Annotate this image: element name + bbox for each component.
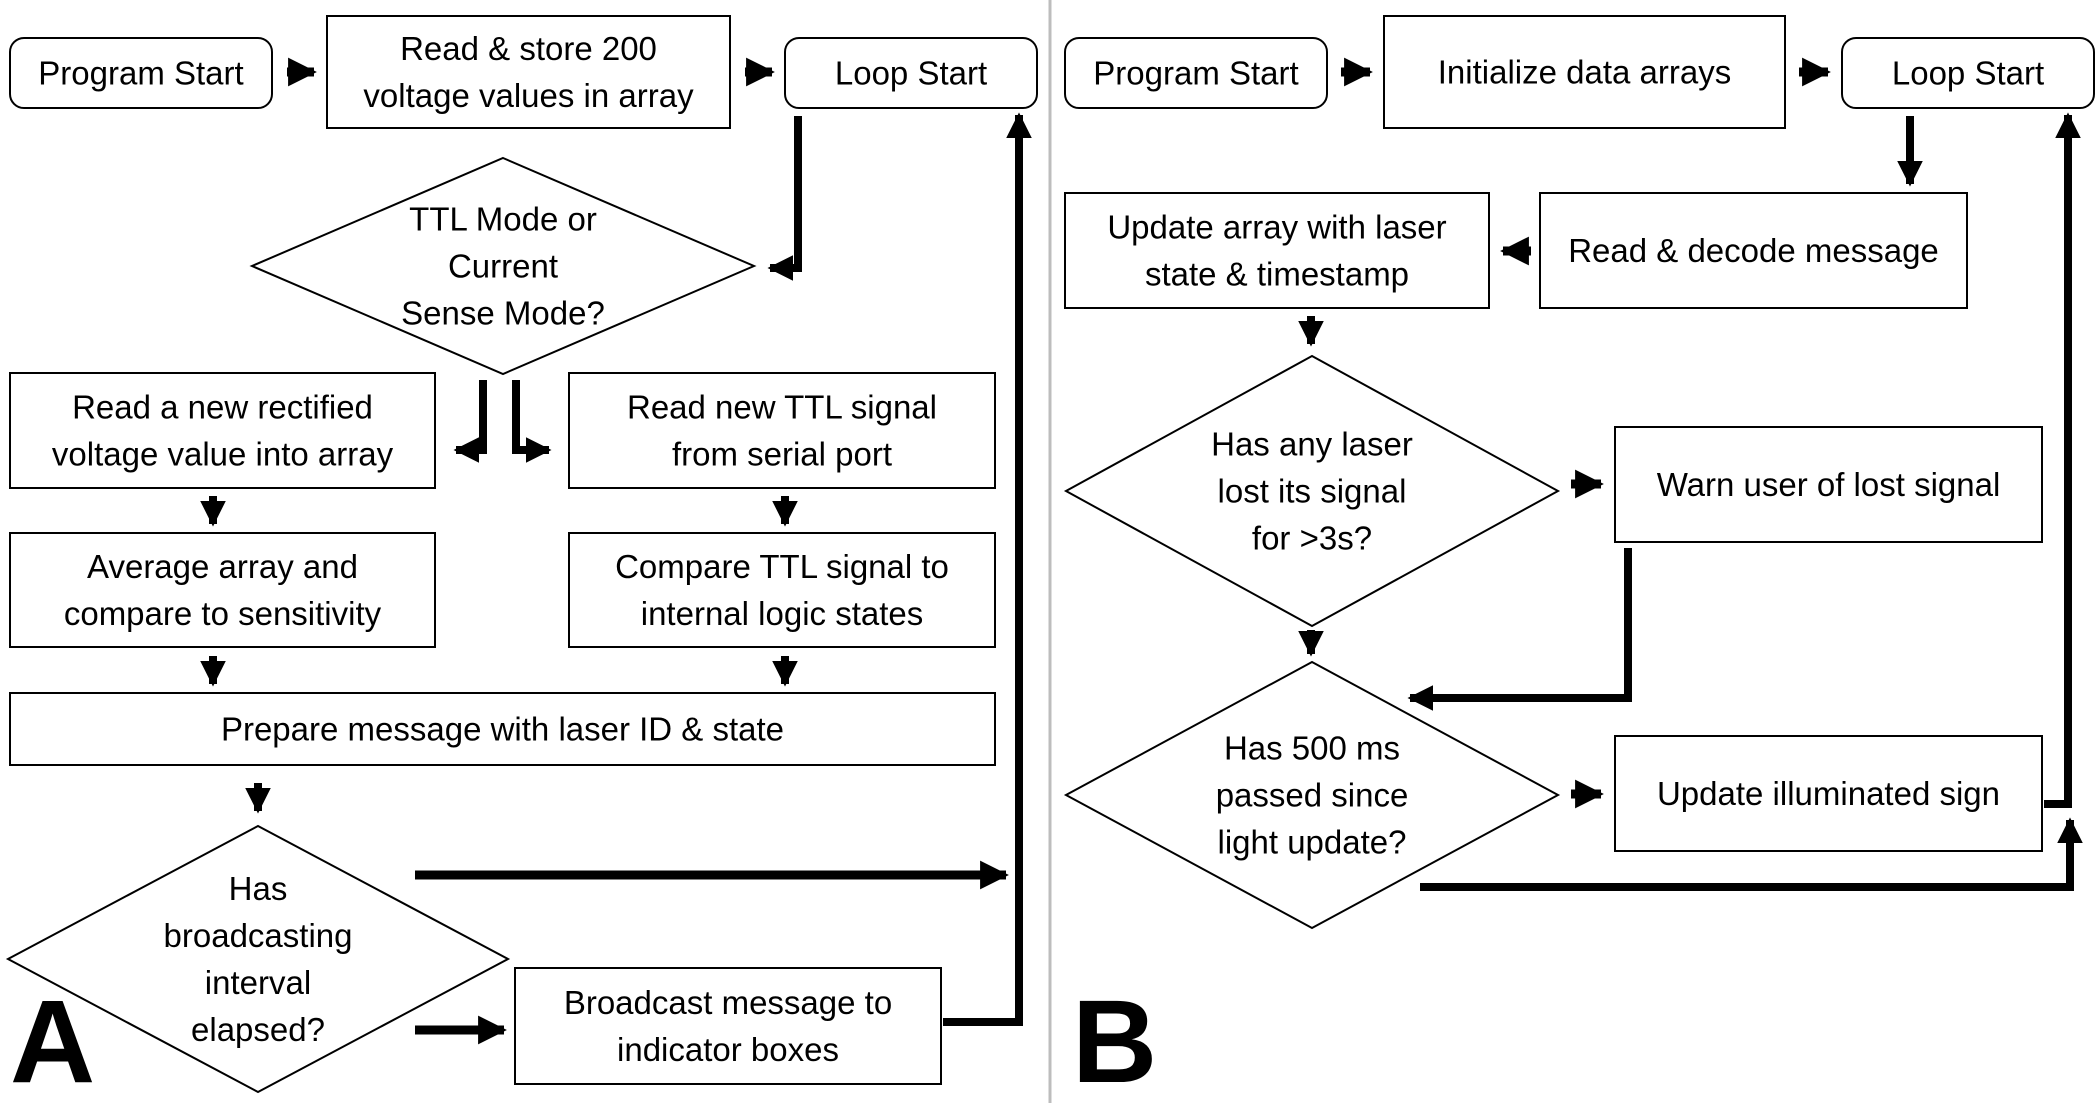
node-b-sign: Update illuminated sign — [1614, 735, 2043, 852]
decision-diamond — [5, 824, 511, 1094]
node-label-line: elapsed? — [191, 1011, 325, 1048]
node-label-line: from serial port — [672, 436, 892, 473]
node-a-read200: Read & store 200 voltage values in array — [326, 15, 731, 129]
terminal-box — [784, 37, 1038, 109]
connector-arrow — [767, 116, 802, 281]
node-label-line: for >3s? — [1252, 520, 1372, 557]
node-label-line: passed since — [1216, 777, 1409, 814]
node-a-prep: Prepare message with laser ID & state — [9, 692, 996, 766]
node-b-start: Program Start — [1064, 37, 1328, 109]
node-a-interval: Has broadcasting interval elapsed? — [5, 824, 511, 1094]
process-box — [1064, 192, 1490, 309]
process-box — [1539, 192, 1968, 309]
node-b-init: Initialize data arrays — [1383, 15, 1786, 129]
node-label-line: Warn user of lost signal — [1657, 466, 2001, 503]
process-box — [1383, 15, 1786, 129]
node-a-start: Program Start — [9, 37, 273, 109]
node-label-line: light update? — [1218, 824, 1407, 861]
connector-arrow — [1420, 817, 2083, 891]
process-box — [326, 15, 731, 129]
node-label-line: Read a new rectified — [72, 389, 373, 426]
node-b-warn: Warn user of lost signal — [1614, 426, 2043, 543]
panel-label-b: B — [1072, 976, 1157, 1103]
node-a-readttl: Read new TTL signal from serial port — [568, 372, 996, 489]
node-a-loop: Loop Start — [784, 37, 1038, 109]
node-label-line: Read & store 200 — [400, 30, 657, 67]
node-label-line: internal logic states — [641, 595, 923, 632]
connector-arrow — [453, 380, 487, 463]
node-label-line: Update array with laser — [1107, 209, 1446, 246]
node-label-line: voltage values in array — [363, 77, 694, 114]
node-label-line: Current — [448, 248, 558, 285]
connector-arrow — [512, 380, 552, 463]
process-box — [9, 532, 436, 648]
node-a-avg: Average array and compare to sensitivity — [9, 532, 436, 648]
node-b-decode: Read & decode message — [1539, 192, 1968, 309]
node-label-line: interval — [205, 964, 311, 1001]
node-label-line: Broadcast message to — [564, 984, 892, 1021]
decision-diamond — [1063, 660, 1561, 930]
node-b-lost: Has any laser lost its signal for >3s? — [1063, 354, 1561, 628]
process-box — [9, 692, 996, 766]
decision-diamond — [1063, 354, 1561, 628]
node-label-line: compare to sensitivity — [64, 595, 382, 632]
node-label-line: Has any laser — [1211, 426, 1413, 463]
node-label-line: Compare TTL signal to — [615, 548, 949, 585]
process-box — [568, 372, 996, 489]
node-label-line: broadcasting — [164, 917, 353, 954]
node-label-line: lost its signal — [1218, 473, 1407, 510]
node-label-line: Read new TTL signal — [627, 389, 937, 426]
flowchart-connectors — [200, 57, 2083, 1045]
connector-arrow — [1407, 548, 1632, 711]
node-label-line: voltage value into array — [52, 436, 394, 473]
process-box — [1614, 735, 2043, 852]
node-label-line: Loop Start — [835, 55, 987, 92]
node-label-line: indicator boxes — [617, 1031, 839, 1068]
node-label-line: Read & decode message — [1568, 232, 1939, 269]
terminal-box — [9, 37, 273, 109]
node-label-line: Sense Mode? — [401, 295, 605, 332]
node-label-line: Program Start — [1093, 55, 1298, 92]
node-a-readrect: Read a new rectified voltage value into a… — [9, 372, 436, 489]
node-label-line: Has — [229, 870, 288, 907]
connector-arrow — [2044, 112, 2081, 808]
process-box — [568, 532, 996, 648]
node-label-line: state & timestamp — [1145, 256, 1409, 293]
node-label-line: Update illuminated sign — [1657, 775, 2000, 812]
flowchart-nodes: Program Start Read & store 200 voltage val… — [5, 15, 2095, 1094]
node-b-loop: Loop Start — [1841, 37, 2095, 109]
node-label-line: Program Start — [38, 55, 243, 92]
node-label-line: Loop Start — [1892, 55, 2044, 92]
node-a-bcast: Broadcast message to indicator boxes — [514, 967, 942, 1085]
node-label-line: Initialize data arrays — [1438, 54, 1731, 91]
decision-diamond — [249, 156, 757, 376]
node-label-line: Average array and — [87, 548, 358, 585]
process-box — [514, 967, 942, 1085]
node-b-update: Update array with laser state & timestamp — [1064, 192, 1490, 309]
process-box — [1614, 426, 2043, 543]
node-a-cmp: Compare TTL signal to internal logic stat… — [568, 532, 996, 648]
terminal-box — [1841, 37, 2095, 109]
connector-arrow — [943, 112, 1032, 1026]
node-label-line: TTL Mode or — [409, 201, 597, 238]
process-box — [9, 372, 436, 489]
node-label-line: Has 500 ms — [1224, 730, 1400, 767]
node-b-500: Has 500 ms passed since light update? — [1063, 660, 1561, 930]
panel-label-a: A — [10, 976, 95, 1103]
node-label-line: Prepare message with laser ID & state — [221, 711, 784, 748]
terminal-box — [1064, 37, 1328, 109]
